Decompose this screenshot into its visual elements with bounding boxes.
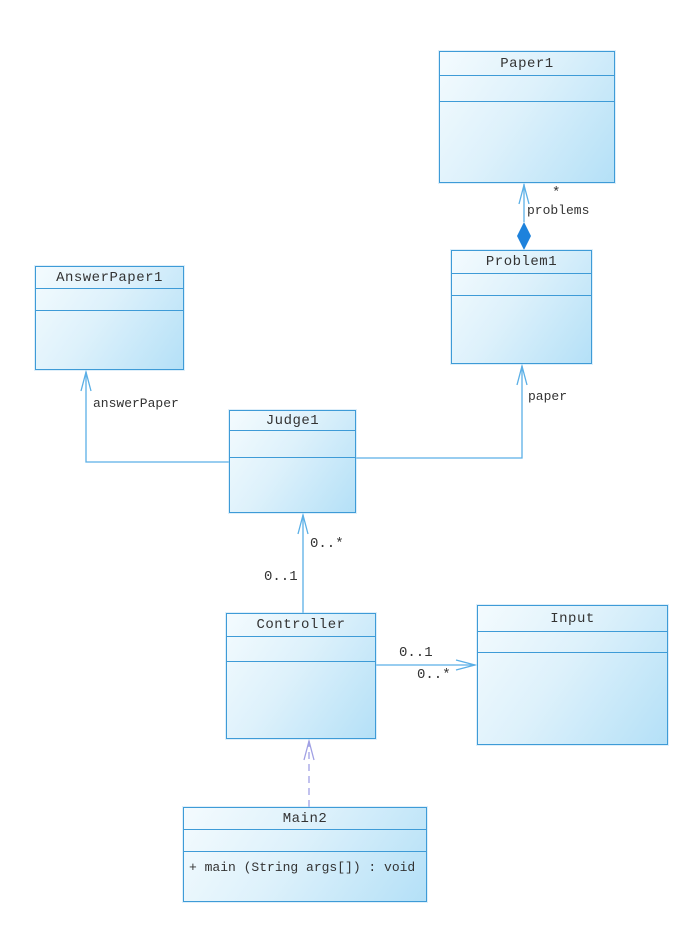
methods-compartment <box>230 457 355 512</box>
role-label-paper: paper <box>528 389 568 404</box>
class-name: Main2 <box>282 810 328 827</box>
methods-compartment <box>478 652 667 744</box>
association-edge-judge1-problem1 <box>356 363 528 459</box>
class-box-controller[interactable]: Controller <box>226 613 376 739</box>
dependency-edge-main2-controller <box>303 738 315 807</box>
attributes-compartment <box>227 636 375 661</box>
open-arrowhead-icon <box>303 738 315 761</box>
methods-compartment <box>440 101 614 182</box>
attributes-compartment <box>478 631 667 652</box>
class-name: Paper1 <box>500 55 554 72</box>
class-box-problem1[interactable]: Problem1 <box>451 250 592 364</box>
class-box-paper1[interactable]: Paper1 <box>439 51 615 183</box>
attributes-compartment <box>440 75 614 101</box>
multiplicity-label-input-target: 0..* <box>417 667 451 683</box>
class-box-input[interactable]: Input <box>477 605 668 745</box>
role-label-problems: problems <box>527 203 590 218</box>
methods-compartment <box>452 295 591 363</box>
class-name: AnswerPaper1 <box>56 269 163 286</box>
methods-compartment <box>36 310 183 369</box>
multiplicity-label-input-source: 0..1 <box>399 645 433 661</box>
attributes-compartment <box>230 430 355 457</box>
method-signature: + main (String args[]) : void <box>189 860 416 875</box>
methods-compartment: + main (String args[]) : void <box>184 851 426 901</box>
composition-diamond-icon <box>517 222 531 250</box>
class-name: Problem1 <box>485 254 558 270</box>
open-arrowhead-icon <box>80 369 92 392</box>
association-edge-judge1-answerpaper1 <box>80 369 229 463</box>
attributes-compartment <box>36 288 183 310</box>
class-name: Input <box>550 610 595 627</box>
class-name: Controller <box>256 617 346 633</box>
open-arrowhead-icon <box>297 512 309 535</box>
open-arrowhead-icon <box>518 182 530 205</box>
multiplicity-label-judge-target: 0..* <box>310 536 344 552</box>
class-box-main2[interactable]: Main2 + main (String args[]) : void <box>183 807 427 902</box>
attributes-compartment <box>184 829 426 851</box>
class-name: Judge1 <box>265 412 320 429</box>
attributes-compartment <box>452 273 591 295</box>
role-label-answerpaper: answerPaper <box>93 396 179 411</box>
class-box-judge1[interactable]: Judge1 <box>229 410 356 513</box>
association-edge-controller-judge1 <box>297 512 309 613</box>
multiplicity-label-judge-source: 0..1 <box>264 569 298 585</box>
open-arrowhead-icon <box>516 363 528 386</box>
multiplicity-label-problems: * <box>552 185 561 201</box>
class-box-answerpaper1[interactable]: AnswerPaper1 <box>35 266 184 370</box>
open-arrowhead-icon <box>455 659 478 671</box>
methods-compartment <box>227 661 375 738</box>
